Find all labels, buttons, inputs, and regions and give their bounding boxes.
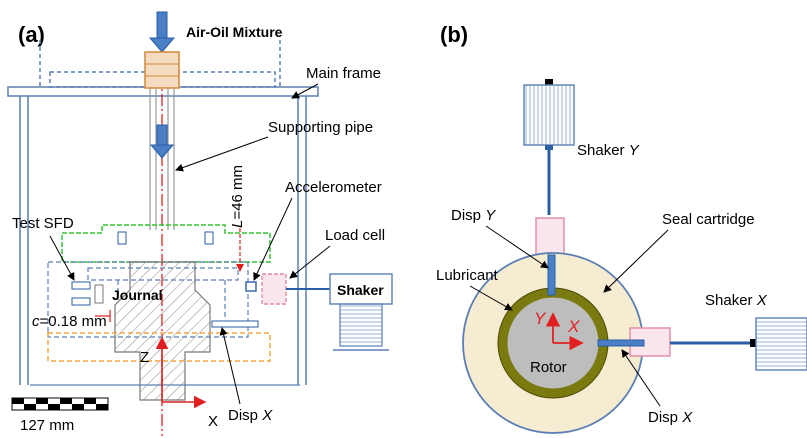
main-frame-leader xyxy=(291,83,319,99)
pipe-fitting xyxy=(144,51,180,89)
disp-x-leader-a xyxy=(219,327,241,405)
rotor-label: Rotor xyxy=(530,359,567,376)
seal-cartridge-leader xyxy=(603,229,669,293)
load-cell-y xyxy=(535,217,565,257)
axis-y-label-b: Y xyxy=(534,309,547,328)
disp-x-label-a: Disp X xyxy=(228,407,273,424)
lubricant-label: Lubricant xyxy=(436,267,499,284)
disp-y-label: Disp Y xyxy=(451,207,496,224)
air-oil-mixture-label: Air-Oil Mixture xyxy=(186,24,283,40)
inlet-arrow-icon xyxy=(148,11,176,53)
disp-y-leader xyxy=(485,225,549,269)
pipe-flow-arrow-icon xyxy=(149,124,175,159)
shaker-y-label: Shaker Y xyxy=(577,142,640,159)
shaker-label: Shaker xyxy=(337,282,384,298)
axis-x-label: X xyxy=(208,413,218,430)
journal xyxy=(114,261,211,401)
accelerometer-leader xyxy=(253,197,293,281)
length-label: L=46 mm xyxy=(229,165,246,228)
shaker-x-label: Shaker X xyxy=(705,292,768,309)
panel-b: (b) Shaker Y Shaker X xyxy=(436,22,807,434)
disp-x-leader-b xyxy=(621,349,661,407)
axis-z-label: Z xyxy=(140,349,149,366)
main-frame-label: Main frame xyxy=(306,65,381,82)
axis-x-label-b: X xyxy=(567,317,580,336)
bolt-right xyxy=(204,231,214,245)
panel-b-label: (b) xyxy=(440,22,468,47)
length-arrow-icon xyxy=(236,264,244,272)
load-cell-leader xyxy=(289,245,331,279)
shaker-a xyxy=(329,273,393,351)
base-plate xyxy=(47,332,271,362)
scale-bar-label: 127 mm xyxy=(20,417,74,434)
supporting-pipe xyxy=(149,88,175,230)
supporting-pipe-leader xyxy=(175,136,269,172)
supporting-pipe-label: Supporting pipe xyxy=(268,119,373,136)
disp-x-label-b: Disp X xyxy=(648,409,693,426)
panel-a: (a) xyxy=(7,11,393,436)
journal-label: Journal xyxy=(112,287,163,303)
panel-a-label: (a) xyxy=(18,22,45,47)
load-cell-label: Load cell xyxy=(325,227,385,244)
disp-x-sensor-b xyxy=(597,339,645,347)
clearance-label: c=0.18 mm xyxy=(32,313,107,330)
shaker-x xyxy=(670,317,807,371)
clearance-marker xyxy=(95,310,111,322)
test-sfd-label: Test SFD xyxy=(12,215,74,232)
lubricant-leader xyxy=(469,285,513,311)
accelerometer-label: Accelerometer xyxy=(285,179,382,196)
accelerometer-sensor xyxy=(245,281,257,292)
disp-y-sensor xyxy=(547,254,556,296)
load-cell xyxy=(261,273,287,305)
disp-x-sensor xyxy=(211,320,259,328)
seal-cartridge-label: Seal cartridge xyxy=(662,211,755,228)
shaker-y xyxy=(523,79,575,215)
scale-bar xyxy=(11,397,109,411)
top-plate xyxy=(61,224,271,263)
sfd-seals xyxy=(71,281,104,306)
test-sfd-leader xyxy=(49,235,75,281)
bolt-left xyxy=(117,231,127,245)
